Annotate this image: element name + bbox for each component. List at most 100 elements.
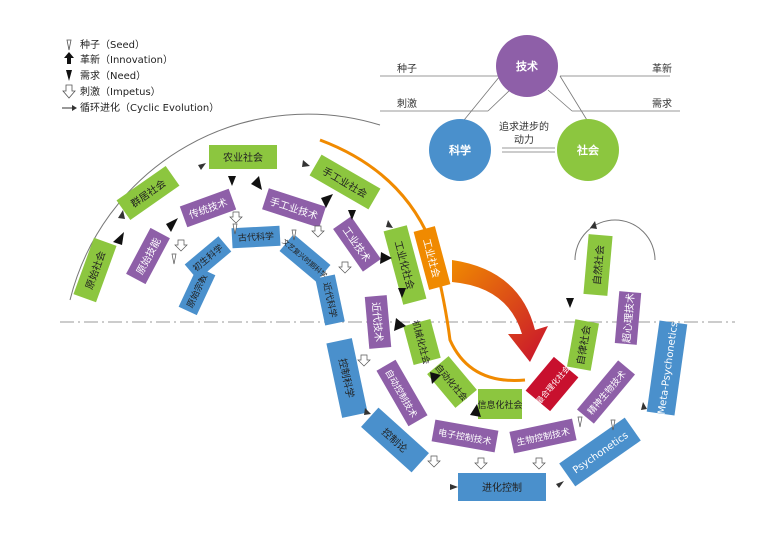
need-arrow-icon	[398, 288, 406, 298]
technology-box	[614, 291, 642, 345]
legend-label-cyclic: 循环进化（Cyclic Evolution）	[80, 101, 219, 114]
technology-box	[262, 188, 326, 228]
need-arrow-icon	[228, 176, 236, 186]
seed-arrow-icon	[66, 39, 72, 51]
innovation-arrow-icon	[430, 372, 441, 384]
technology-box	[431, 419, 499, 453]
optimal-society-box	[525, 356, 579, 412]
technology-box	[126, 227, 170, 285]
innovation-arrow-icon	[166, 218, 178, 232]
seed-arrow-icon	[610, 419, 616, 431]
science-ring: 原始宗教 初生科学 古代科学 文艺复兴时期科学 近代科学 控制科学 控制论 进	[178, 225, 688, 501]
legend-label-impetus: 刺激（Impetus）	[80, 85, 161, 98]
science-box	[184, 236, 232, 280]
technology-label: 超心理技术	[620, 293, 637, 344]
big-transition-arrow	[452, 260, 548, 362]
technology-box	[509, 418, 577, 454]
science-box	[646, 320, 688, 416]
technology-box	[577, 360, 635, 424]
science-box	[559, 417, 641, 487]
science-box	[315, 274, 345, 326]
connector-arrows	[113, 160, 647, 490]
society-box	[209, 145, 277, 169]
innovation-arrow-icon	[113, 232, 124, 245]
science-box	[361, 407, 429, 473]
innovation-arrow-icon	[380, 252, 392, 264]
cyclic-evolution-arrow-icon	[450, 484, 458, 490]
innovation-arrow-icon	[394, 318, 406, 331]
technology-box	[333, 216, 381, 272]
society-box	[567, 319, 599, 371]
legend-label-need: 需求（Need）	[80, 70, 146, 82]
society-box	[478, 389, 522, 419]
cyclic-evolution-arrow-icon	[118, 210, 125, 219]
impetus-arrow-icon	[427, 455, 441, 468]
society-label: 农业社会	[223, 151, 263, 164]
seed-arrow-icon	[577, 416, 583, 428]
society-ring: 原始社会 群居社会 农业社会 手工业社会 工业化社会 机械化社会 自动化社会	[73, 145, 613, 419]
cyclic-evolution-arrow-icon	[386, 220, 393, 228]
science-box	[178, 266, 216, 316]
need-arrow-icon	[566, 298, 574, 308]
society-box	[116, 165, 180, 221]
center-label-line2: 动力	[514, 133, 534, 146]
science-box	[231, 225, 281, 249]
need-label: 需求	[652, 98, 672, 110]
impetus-arrow-icon	[229, 211, 243, 224]
cyclic-evolution-arrow-icon	[590, 221, 597, 229]
cyclic-evolution-arrow-icon	[641, 402, 647, 410]
impetus-arrow-icon	[311, 225, 325, 238]
impetus-arrow-icon	[474, 457, 488, 470]
seed-arrow-icon	[171, 253, 177, 265]
impetus-arrow-icon	[338, 261, 352, 274]
society-box	[309, 154, 381, 210]
impetus-arrow-icon	[357, 354, 371, 367]
society-box	[427, 356, 477, 408]
seed-label: 种子	[397, 62, 417, 75]
legend-label-innovation: 革新（Innovation）	[80, 53, 173, 66]
technology-box	[179, 188, 237, 228]
impetus-arrow-icon	[62, 84, 76, 99]
society-box	[383, 225, 427, 305]
technology-label: 近代技术	[369, 302, 385, 343]
legend-label-seed: 种子（Seed）	[80, 38, 145, 51]
innovation-arrow-icon	[470, 404, 481, 417]
cyclic-evolution-arrow-icon	[302, 160, 310, 167]
triangle-diagram: 技术 科学 社会 种子 刺激 革新 需求 追求进步的 动力	[380, 35, 680, 181]
society-label: 自然社会	[590, 245, 606, 286]
technology-circle	[496, 35, 558, 97]
technology-box	[364, 295, 392, 349]
cyclic-evolution-arrow-icon	[556, 481, 564, 488]
society-circle	[557, 119, 619, 181]
innovation-arrow-icon	[321, 194, 333, 208]
innovation-arrow-icon	[64, 52, 74, 64]
science-label: 科学	[449, 143, 471, 157]
society-box	[73, 237, 117, 303]
science-box	[279, 234, 331, 282]
industrial-society-box	[413, 226, 451, 290]
society-box	[583, 234, 613, 296]
cyclic-evolution-arrow-icon	[198, 163, 206, 170]
society-label: 社会	[576, 143, 600, 157]
impetus-label: 刺激	[397, 97, 417, 110]
legend: 种子（Seed） 革新（Innovation） 需求（Need） 刺激（Impe…	[62, 38, 219, 114]
innovation-arrow-icon	[251, 176, 262, 190]
innovation-label: 革新	[652, 62, 672, 75]
science-box	[458, 473, 546, 501]
cyclic-evolution-arrow-icon	[364, 408, 371, 415]
society-label: 信息化社会	[477, 399, 522, 411]
impetus-arrow-icon	[532, 457, 546, 470]
technology-label: 技术	[516, 59, 538, 73]
cyclic-evolution-line	[69, 113, 381, 301]
science-label: 古代科学	[238, 230, 275, 244]
technology-box	[376, 359, 428, 427]
science-label: 进化控制	[482, 481, 522, 494]
cyclic-evolution-line-right	[574, 219, 656, 261]
seed-arrow-icon	[232, 223, 238, 235]
need-arrow-icon	[66, 70, 72, 81]
impetus-arrow-icon	[174, 239, 188, 252]
need-arrow-icon	[348, 210, 356, 220]
center-label-line1: 追求进步的	[499, 120, 549, 133]
cyclic-evolution-arrow-icon	[72, 105, 77, 111]
